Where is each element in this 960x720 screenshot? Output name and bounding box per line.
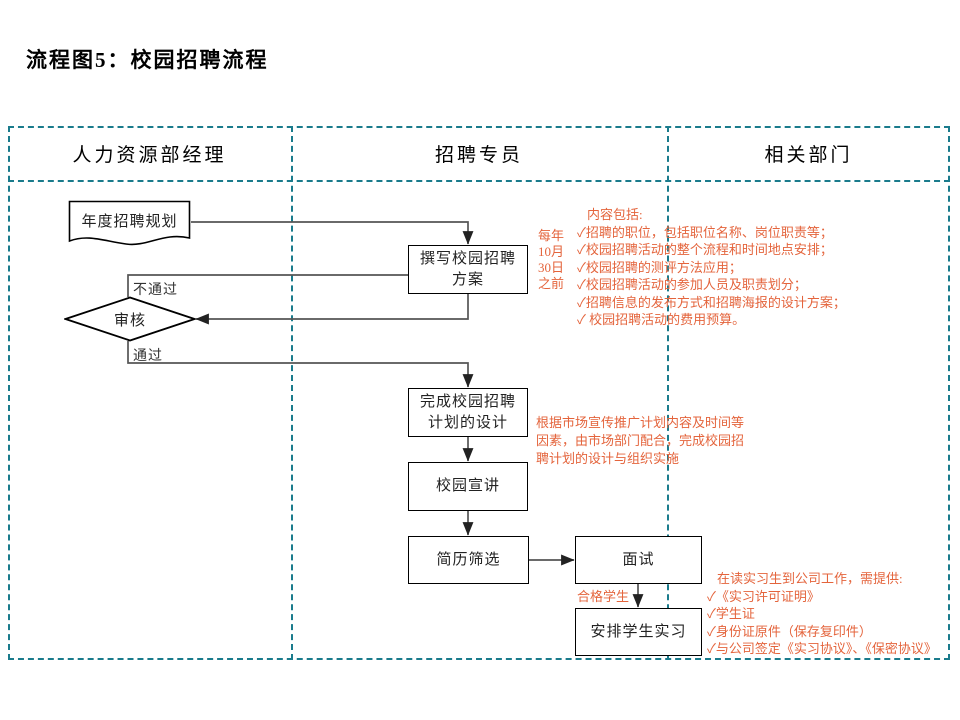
node-arrange-student-internship[interactable]: 安排学生实习 <box>575 608 702 656</box>
annotation-item: ✓身份证原件（保存复印件） <box>707 623 872 639</box>
node-write-campus-recruitment-plan[interactable]: 撰写校园招聘 方案 <box>408 245 528 294</box>
lane-title-related-dept: 相关部门 <box>764 145 853 166</box>
node-label: 校园宣讲 <box>435 478 500 495</box>
edge-annualplan-to-writeplan <box>191 221 474 245</box>
document-shape-icon <box>68 200 191 246</box>
edge-label-pass: 通过 <box>133 349 163 364</box>
edge-review-fail-to-writeplan <box>127 274 468 297</box>
node-finish-plan-design[interactable]: 完成校园招聘 计划的设计 <box>408 388 528 437</box>
node-label: 撰写校园招聘 方案 <box>419 251 516 288</box>
swimlane-frame <box>8 126 950 660</box>
lane-title-recruiter: 招聘专员 <box>434 145 523 166</box>
annotation-intern-documents: 在读实习生到公司工作，需提供: ✓《实习许可证明》 ✓学生证 ✓身份证原件（保存… <box>707 570 937 658</box>
node-label: 安排学生实习 <box>590 623 687 640</box>
node-review-decision[interactable]: 审核 <box>64 296 196 342</box>
edge-review-pass-to-finishdesign <box>127 341 474 388</box>
edge-label-fail: 不通过 <box>133 283 178 298</box>
page-title: 流程图5：校园招聘流程 <box>26 48 269 72</box>
lane-divider-1 <box>291 126 293 660</box>
annotation-heading: 内容包括: <box>587 207 643 222</box>
lane-divider-2 <box>667 126 669 660</box>
node-label: 简历筛选 <box>436 551 501 568</box>
lane-title-hr-manager: 人力资源部经理 <box>72 145 227 166</box>
node-label: 年度招聘规划 <box>81 213 178 230</box>
annotation-item: ✓学生证 <box>707 606 755 621</box>
edge-writeplan-to-review <box>195 294 469 325</box>
edge-label-qualified-students: 合格学生 <box>577 589 630 604</box>
annotation-item: ✓与公司签定《实习协议》、《保密协议》 <box>707 641 937 656</box>
annotation-item: ✓校园招聘活动的整个流程和时间地点安排； <box>577 242 833 257</box>
node-interview[interactable]: 面试 <box>575 536 702 584</box>
annotation-plan-contents: 内容包括: ✓招聘的职位，包括职位名称、岗位职责等； ✓校园招聘活动的整个流程和… <box>577 206 846 329</box>
node-resume-screening[interactable]: 简历筛选 <box>408 536 529 584</box>
annotation-market-cooperation: 根据市场宣传推广计划内容及时间等因素，由市场部门配合，完成校园招聘计划的设计与组… <box>536 415 745 466</box>
diamond-shape-icon <box>64 296 196 342</box>
annotation-item: ✓招聘信息的发布方式和招聘海报的设计方案； <box>577 294 846 310</box>
annotation-item: ✓《实习许可证明》 <box>707 588 820 604</box>
node-label: 审核 <box>113 312 146 329</box>
annotation-deadline: 每年 10月 30日 之前 <box>537 228 564 291</box>
node-label: 面试 <box>622 551 655 568</box>
annotation-item: ✓校园招聘的测评方法应用； <box>577 259 742 275</box>
node-campus-presentation[interactable]: 校园宣讲 <box>408 462 528 511</box>
annotation-heading: 在读实习生到公司工作，需提供: <box>717 571 903 586</box>
annotation-item: ✓ 校园招聘活动的费用预算。 <box>577 312 746 327</box>
node-label: 完成校园招聘 计划的设计 <box>419 394 516 431</box>
annotation-item: ✓招聘的职位，包括职位名称、岗位职责等； <box>577 224 833 240</box>
node-annual-recruitment-plan[interactable]: 年度招聘规划 <box>68 200 191 248</box>
lane-header-rule <box>8 180 950 182</box>
annotation-item: ✓校园招聘活动的参加人员及职责划分； <box>577 277 807 292</box>
